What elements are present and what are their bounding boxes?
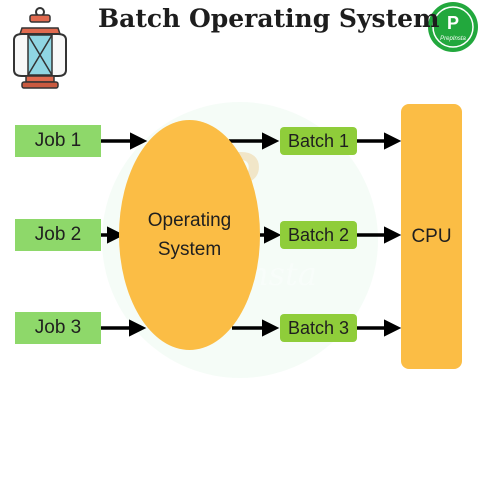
cpu-node: CPU: [401, 104, 462, 369]
page-title: Batch Operating System: [98, 4, 440, 33]
job-1-box: Job 1: [15, 125, 101, 157]
batch-3-box: Batch 3: [280, 314, 357, 342]
job-3-box: Job 3: [15, 312, 101, 344]
logo-text: PrepInsta: [440, 36, 466, 42]
job-2-box: Job 2: [15, 219, 101, 251]
os-label-line1: Operating: [147, 210, 232, 231]
batch-2-box: Batch 2: [280, 221, 357, 249]
batch-1-box: Batch 1: [280, 127, 357, 155]
logo-letter: P: [447, 13, 459, 33]
operating-system-node: Operating System: [119, 120, 260, 350]
os-label-line2: System: [157, 239, 222, 260]
